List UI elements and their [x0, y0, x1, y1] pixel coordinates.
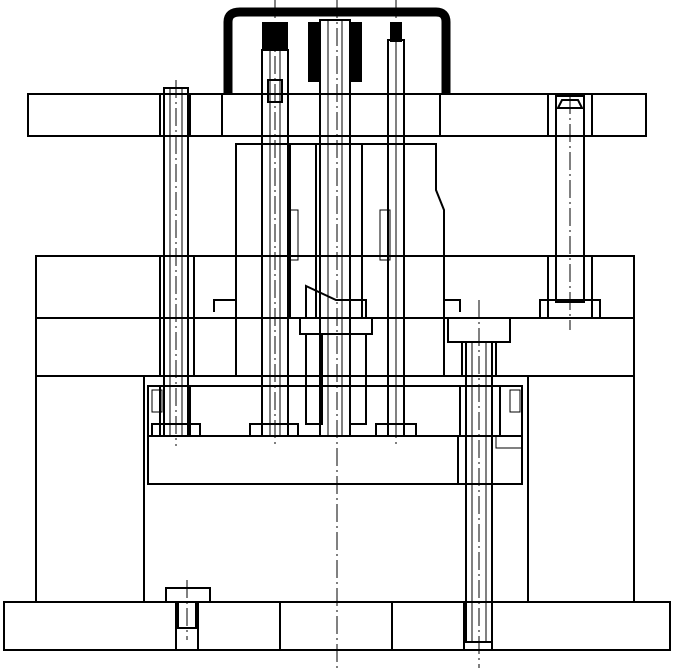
- ejector-base-plate: [147, 435, 523, 485]
- bottom-screw-left: [165, 580, 211, 640]
- sprue-puller: [299, 19, 373, 437]
- guide-pin-right: [555, 95, 585, 330]
- spacer-blocks: [35, 375, 635, 603]
- moving-plate: [35, 317, 635, 377]
- sprue-cap: [223, 7, 451, 94]
- fixed-plate-right: [443, 255, 635, 319]
- fixed-plate-left: [35, 255, 237, 319]
- core-slides: [287, 143, 391, 319]
